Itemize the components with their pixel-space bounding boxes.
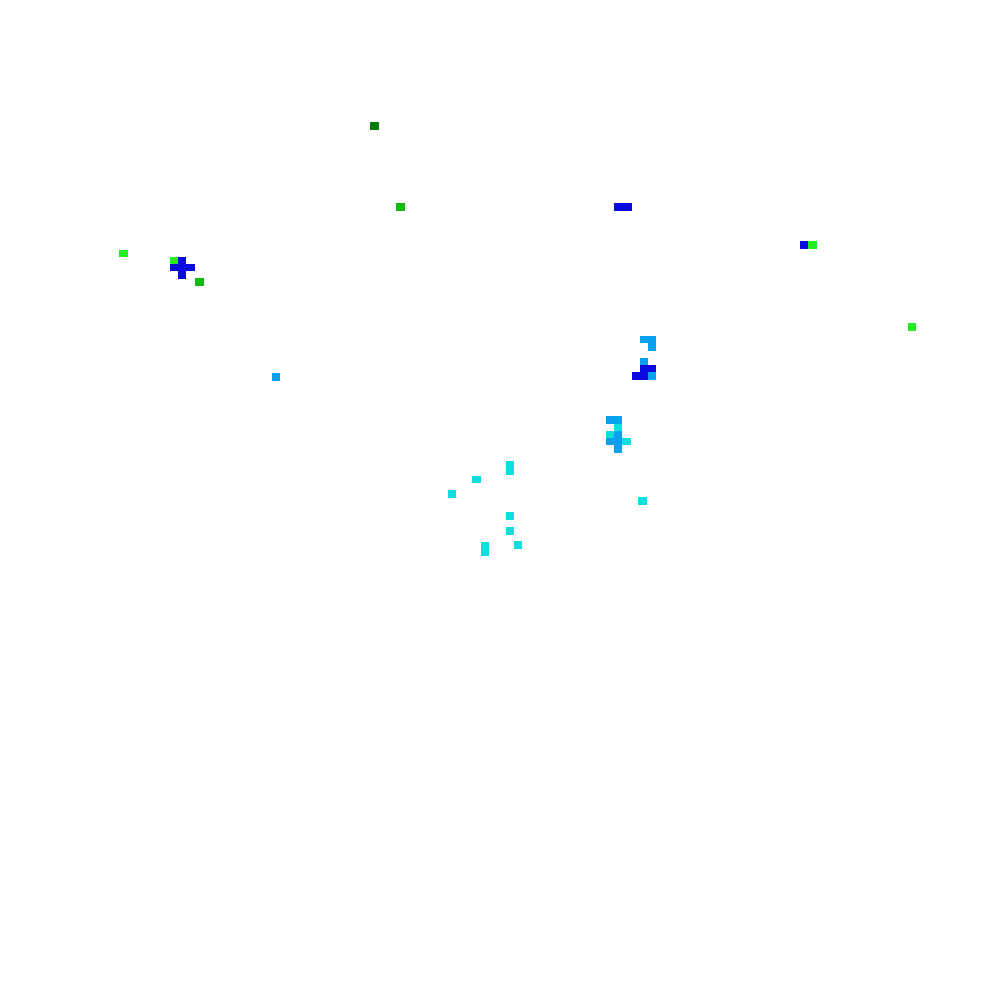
pixel-block-blue	[178, 271, 186, 279]
pixel-block-blue	[170, 264, 195, 271]
pixel-block-cyan	[622, 438, 631, 445]
pixel-block-blue	[640, 365, 656, 372]
pixel-block-cyan	[506, 527, 514, 535]
pixel-block-sky-blue	[272, 373, 280, 381]
pixel-block-cyan	[506, 461, 514, 475]
pixel-block-green	[396, 203, 405, 211]
pixel-block-sky-blue	[648, 372, 656, 380]
pixel-block-cyan	[514, 541, 522, 549]
pixel-block-sky-blue	[614, 431, 622, 438]
pixel-block-sky-blue	[606, 416, 622, 424]
pixel-block-sky-blue	[614, 445, 622, 453]
pixel-block-cyan	[448, 490, 456, 498]
pixel-block-sky-blue	[648, 343, 656, 351]
pixel-block-lime	[808, 241, 817, 249]
pixel-block-lime	[119, 250, 128, 257]
pixel-block-sky-blue	[640, 336, 656, 343]
pixel-block-cyan	[606, 431, 614, 438]
pixel-block-lime	[170, 257, 178, 264]
pixel-block-blue	[800, 241, 808, 249]
pixel-block-cyan	[481, 542, 489, 556]
pixel-block-lime	[908, 323, 916, 331]
pixel-block-sky-blue	[640, 358, 648, 365]
pixel-block-blue	[178, 257, 186, 264]
pixel-block-cyan	[472, 476, 481, 483]
pixel-block-sky-blue	[606, 438, 622, 445]
pixel-block-dark-green	[370, 122, 379, 130]
pixel-block-blue	[632, 372, 648, 380]
pixel-block-blue	[614, 203, 632, 211]
pixel-block-cyan	[506, 512, 514, 520]
pixel-block-green	[195, 278, 204, 286]
pixel-block-cyan	[614, 424, 622, 431]
pixel-block-cyan	[638, 497, 647, 505]
